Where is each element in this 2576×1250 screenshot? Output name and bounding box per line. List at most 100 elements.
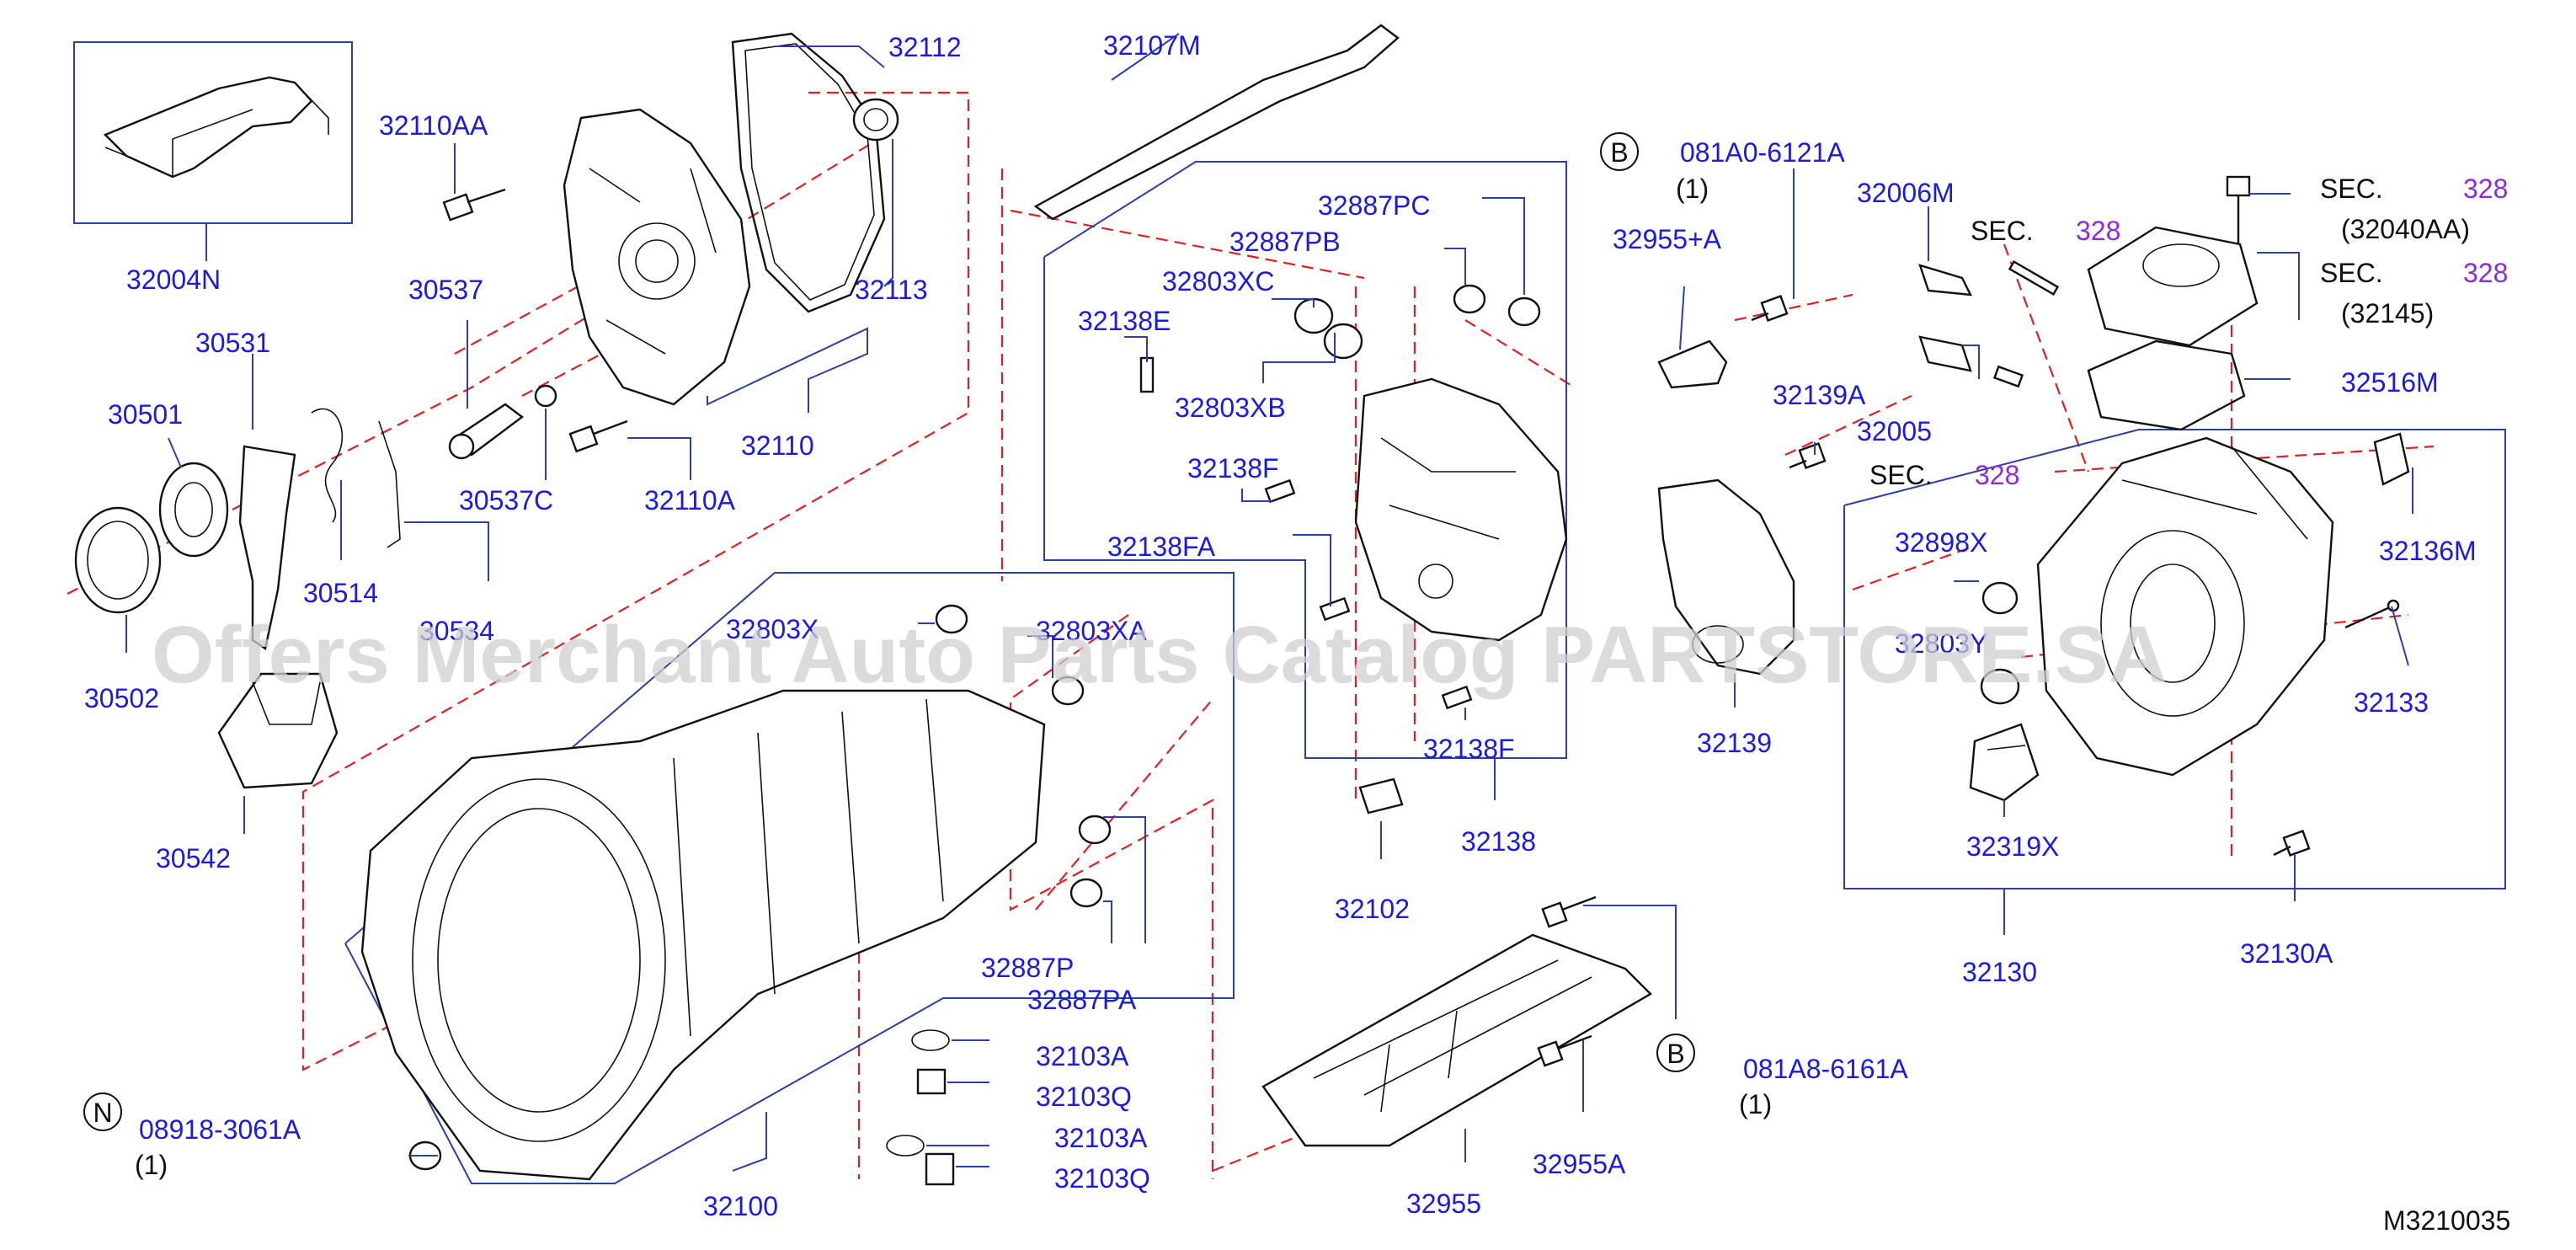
bushing-32803X-shape xyxy=(935,604,968,634)
label-30501[interactable]: 30501 xyxy=(108,399,183,430)
label-32138[interactable]: 32138 xyxy=(1461,826,1536,857)
part-labels: 32004N 32110AA 32112 32113 30537 30531 3… xyxy=(84,30,2508,1221)
sec-sub-32040AA: (32040AA) xyxy=(2341,214,2470,244)
label-32955pA[interactable]: 32955+A xyxy=(1613,224,1722,254)
seal-32319X-shape xyxy=(1969,723,2040,802)
label-30514[interactable]: 30514 xyxy=(303,578,378,608)
sec-num-d[interactable]: 328 xyxy=(2463,258,2508,288)
callout-b-bottom: B xyxy=(1656,1034,1695,1072)
bolt-32139A-shape xyxy=(1789,442,1827,469)
label-30534[interactable]: 30534 xyxy=(419,616,494,646)
label-32113[interactable]: 32113 xyxy=(855,275,928,305)
label-32004N[interactable]: 32004N xyxy=(126,264,221,295)
gasket-32139-shape xyxy=(1657,478,1795,676)
callout-n: N xyxy=(83,1092,122,1131)
label-081A0-6121A[interactable]: 081A0-6121A xyxy=(1680,137,1845,168)
bushing-32803Y-shape xyxy=(1980,668,2020,705)
label-32138E[interactable]: 32138E xyxy=(1078,306,1171,336)
label-32138F-upper[interactable]: 32138F xyxy=(1187,453,1279,483)
label-32107M[interactable]: 32107M xyxy=(1103,30,1201,61)
label-32102[interactable]: 32102 xyxy=(1335,894,1410,924)
group-frames xyxy=(73,41,2506,1184)
label-32139A[interactable]: 32139A xyxy=(1773,380,1866,410)
gasket-32516M-shape xyxy=(2087,339,2246,431)
label-32319X[interactable]: 32319X xyxy=(1966,831,2059,862)
label-30531[interactable]: 30531 xyxy=(195,328,270,358)
label-32005[interactable]: 32005 xyxy=(1857,416,1932,446)
seal-30502-shape xyxy=(74,506,162,614)
label-32803Y[interactable]: 32803Y xyxy=(1895,628,1987,659)
qty-081A0: (1) xyxy=(1676,174,1709,204)
clip-30534-shape xyxy=(378,420,401,548)
bolt-32145-shape xyxy=(2226,175,2251,244)
label-30537[interactable]: 30537 xyxy=(408,275,483,305)
label-32516M[interactable]: 32516M xyxy=(2341,367,2439,398)
label-32130A[interactable]: 32130A xyxy=(2240,938,2333,969)
bolt-32130A-shape xyxy=(2273,830,2311,857)
label-32887PC[interactable]: 32887PC xyxy=(1318,190,1430,221)
part-32136M-shape xyxy=(2373,432,2410,486)
sec-num-a[interactable]: 328 xyxy=(2076,216,2120,246)
label-32006M[interactable]: 32006M xyxy=(1857,178,1955,208)
ref-circle-b-bottom xyxy=(1656,1034,1695,1072)
bearing-30501-shape xyxy=(158,462,229,558)
part-shapes xyxy=(74,24,2410,1186)
label-30502[interactable]: 30502 xyxy=(84,683,159,713)
pivot-30537-shape xyxy=(448,403,524,460)
bushing-32887PB-shape xyxy=(1453,284,1486,314)
bolt-32110A-shape xyxy=(568,419,628,453)
bushing-32887PC-shape xyxy=(1507,296,1541,327)
label-32139[interactable]: 32139 xyxy=(1697,728,1772,758)
label-32103A-upper[interactable]: 32103A xyxy=(1036,1041,1129,1071)
ref-letter-b-bottom: B xyxy=(1667,1039,1684,1069)
label-32103Q-upper[interactable]: 32103Q xyxy=(1036,1082,1132,1112)
label-32110[interactable]: 32110 xyxy=(741,430,814,461)
label-32110AA[interactable]: 32110AA xyxy=(379,110,488,141)
label-32887P[interactable]: 32887P xyxy=(981,953,1074,983)
plug-32103Q-shape xyxy=(916,1068,947,1095)
case-32100-shape xyxy=(360,689,1046,1181)
bolt-32110AA-shape xyxy=(442,188,506,222)
label-30537C[interactable]: 30537C xyxy=(459,485,553,515)
stud-32138E-shape xyxy=(1139,356,1155,393)
label-30542[interactable]: 30542 xyxy=(156,843,231,873)
label-32887PB[interactable]: 32887PB xyxy=(1229,227,1341,257)
label-08918-3061A[interactable]: 08918-3061A xyxy=(139,1114,301,1145)
label-32100[interactable]: 32100 xyxy=(703,1191,778,1221)
label-32112[interactable]: 32112 xyxy=(888,32,962,62)
label-32133[interactable]: 32133 xyxy=(2354,687,2429,718)
bolt-32133-shape xyxy=(2344,599,2400,629)
label-32110A[interactable]: 32110A xyxy=(644,485,736,515)
bushing-32803XA-shape xyxy=(1051,676,1085,706)
label-32955[interactable]: 32955 xyxy=(1406,1189,1481,1219)
label-32130[interactable]: 32130 xyxy=(1962,957,2037,987)
label-32803XA[interactable]: 32803XA xyxy=(1036,616,1147,646)
frame-32004N xyxy=(73,41,353,224)
sec-label-c: SEC. xyxy=(2320,174,2383,204)
ref-letter-b-top: B xyxy=(1610,137,1628,168)
label-32955A[interactable]: 32955A xyxy=(1533,1149,1626,1179)
label-32887PA[interactable]: 32887PA xyxy=(1027,985,1137,1015)
label-32803XC[interactable]: 32803XC xyxy=(1162,266,1274,296)
label-081A8-6161A[interactable]: 081A8-6161A xyxy=(1743,1054,1908,1084)
sec-num-b[interactable]: 328 xyxy=(1975,460,2019,490)
washer-32103A-shape xyxy=(911,1029,950,1051)
plate-32138-shape xyxy=(1354,377,1568,642)
label-32136M[interactable]: 32136M xyxy=(2379,536,2477,566)
sec-num-c[interactable]: 328 xyxy=(2463,174,2508,204)
frame-32100 xyxy=(344,572,1235,1184)
label-32138FA[interactable]: 32138FA xyxy=(1107,532,1216,562)
switch-32005-shape xyxy=(1918,335,1972,372)
label-32803XB[interactable]: 32803XB xyxy=(1175,393,1286,423)
diagram-code: M3210035 xyxy=(2383,1205,2510,1236)
label-32898X[interactable]: 32898X xyxy=(1895,527,1987,558)
frame-32130 xyxy=(1843,429,2506,889)
label-32103Q-lower[interactable]: 32103Q xyxy=(1054,1163,1150,1194)
label-32803X[interactable]: 32803X xyxy=(726,614,819,644)
label-32138F-lower[interactable]: 32138F xyxy=(1423,734,1515,764)
pan-32955-shape xyxy=(1261,933,1652,1147)
rail-32107M-shape xyxy=(1033,24,1400,221)
seal-32113-shape xyxy=(852,98,899,142)
label-32103A-lower[interactable]: 32103A xyxy=(1054,1123,1148,1153)
